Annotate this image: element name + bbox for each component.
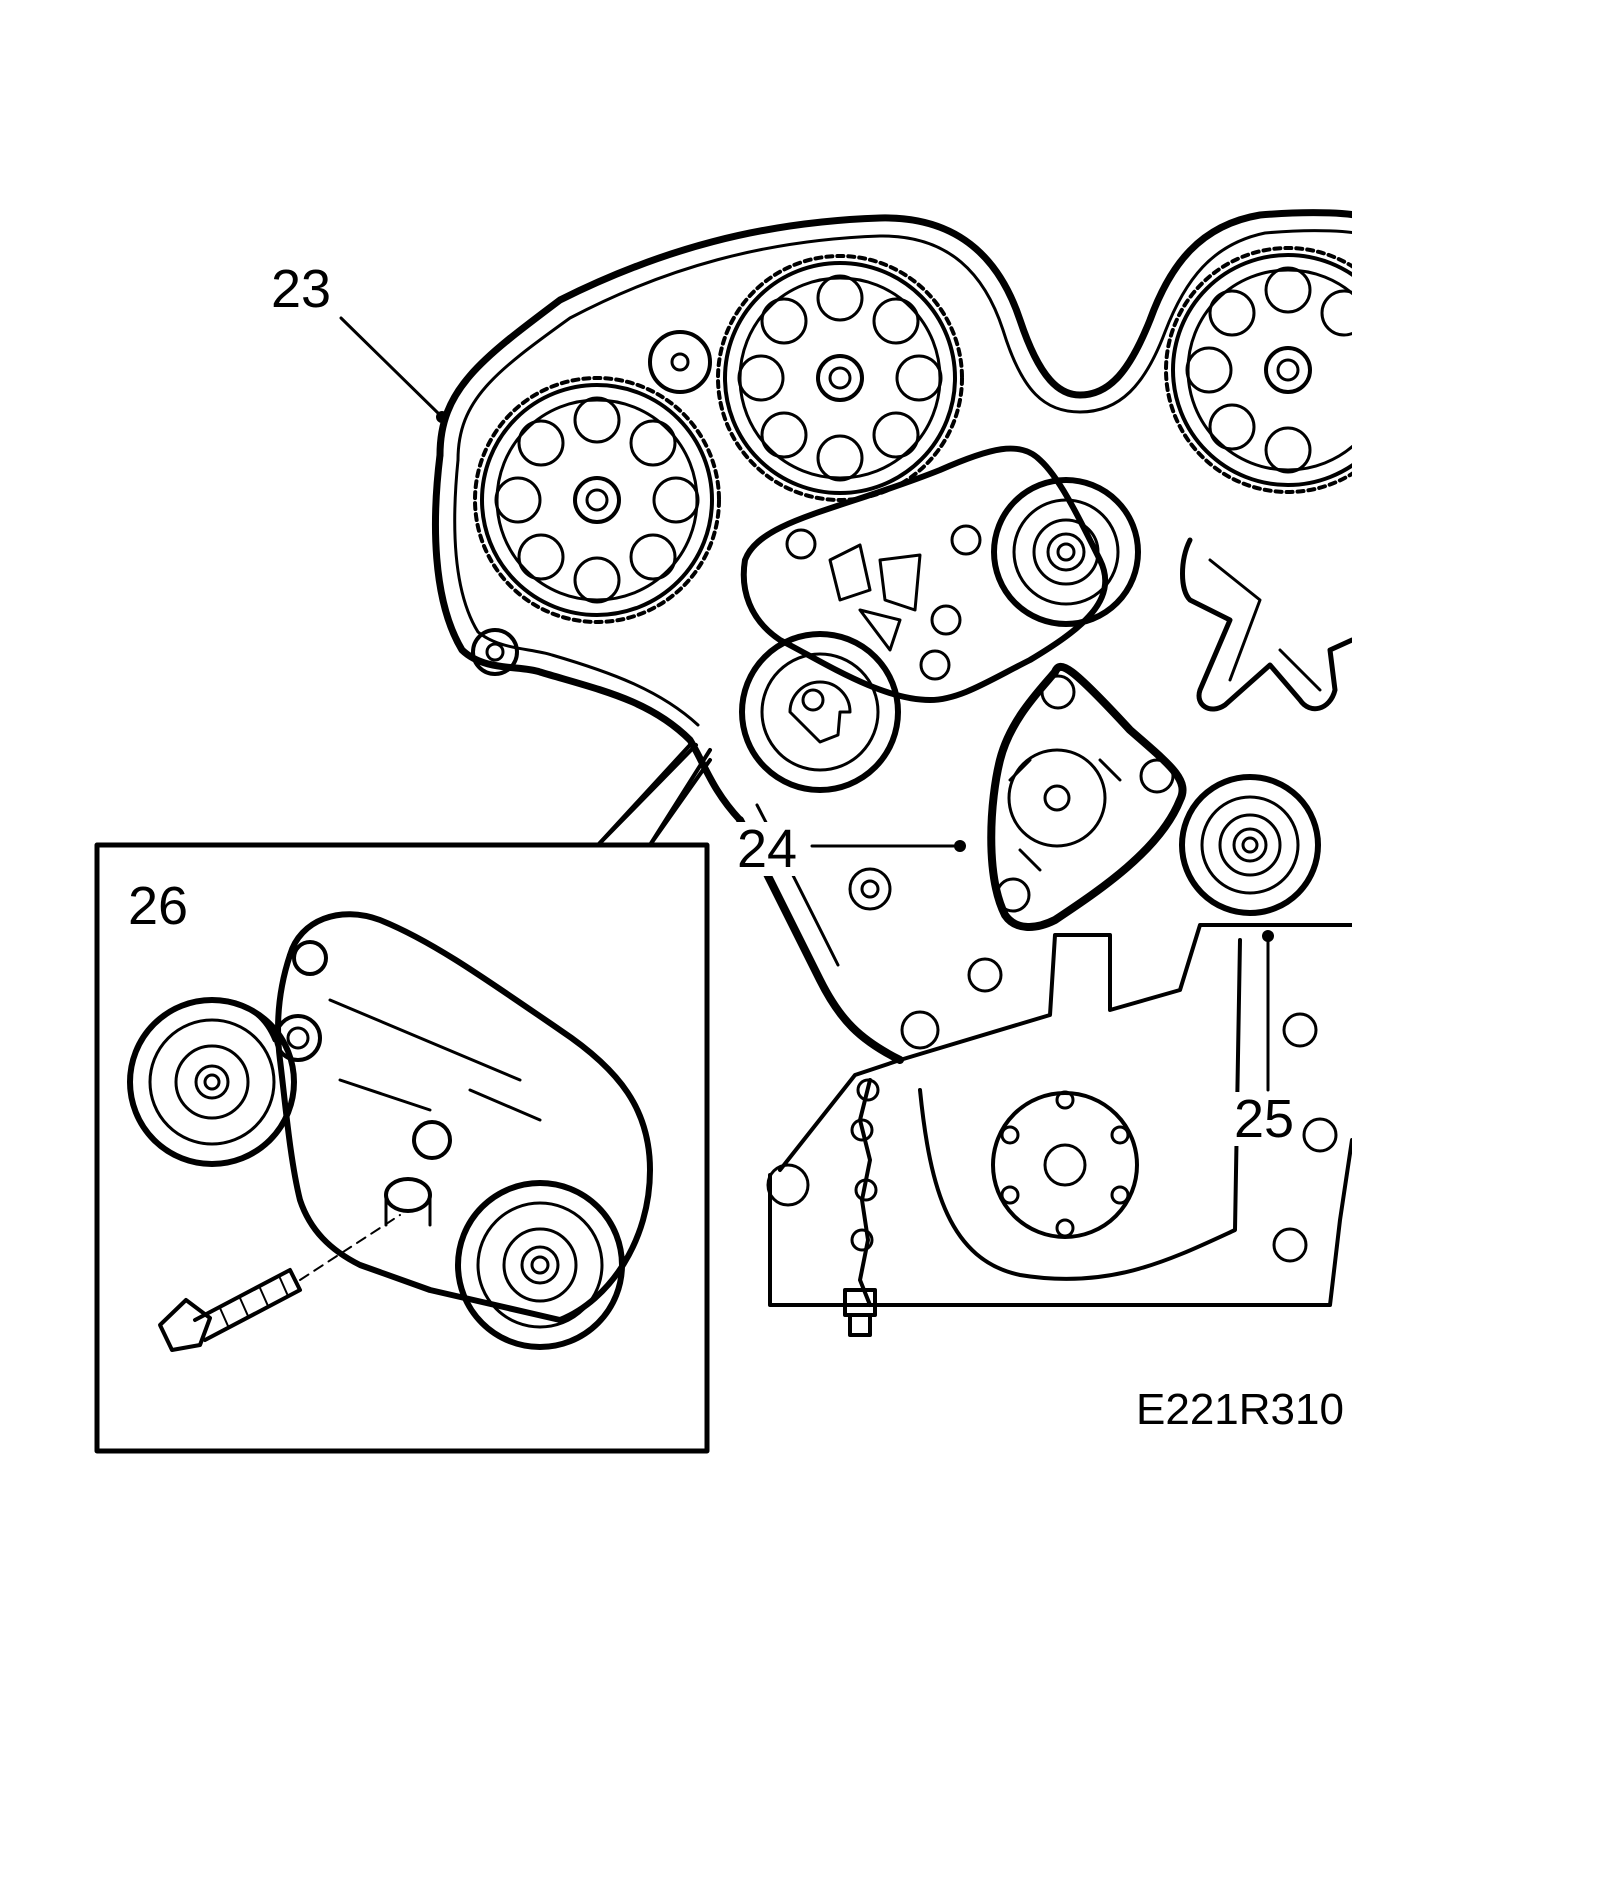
idler-pulley-upper [991,477,1141,627]
sensor-boss [648,330,712,394]
upper-belt-cover-inner [456,229,1352,462]
leader-23 [339,316,442,417]
callout-23: 23 [271,259,332,319]
cover-mount-ear [471,628,519,676]
tensioner-pulley [739,631,901,793]
water-pump-housing [987,662,1187,931]
camshaft-sprocket-left [473,376,721,624]
lower-timing-cover [766,867,1352,1337]
inset-bolt [158,1298,212,1352]
upper-belt-cover [436,209,1352,459]
inset-tensioner-assembly [94,842,710,1454]
callout-26: 26 [128,876,189,936]
figure-code: E221R310 [1136,1385,1344,1434]
cover-left-flank-inner [453,458,700,727]
camshaft-sprocket-right [1164,246,1352,494]
cover-left-flank [431,451,744,824]
camshaft-sprocket-middle [716,254,964,502]
cover-fitting-x [1180,537,1352,712]
callout-25: 25 [1232,1089,1297,1149]
tensioner-bracket [740,445,1109,703]
lower-belt-inner [755,803,840,967]
callout-24: 24 [735,819,800,879]
idler-pulley-lower [1179,774,1321,916]
inset-connector [596,743,712,847]
